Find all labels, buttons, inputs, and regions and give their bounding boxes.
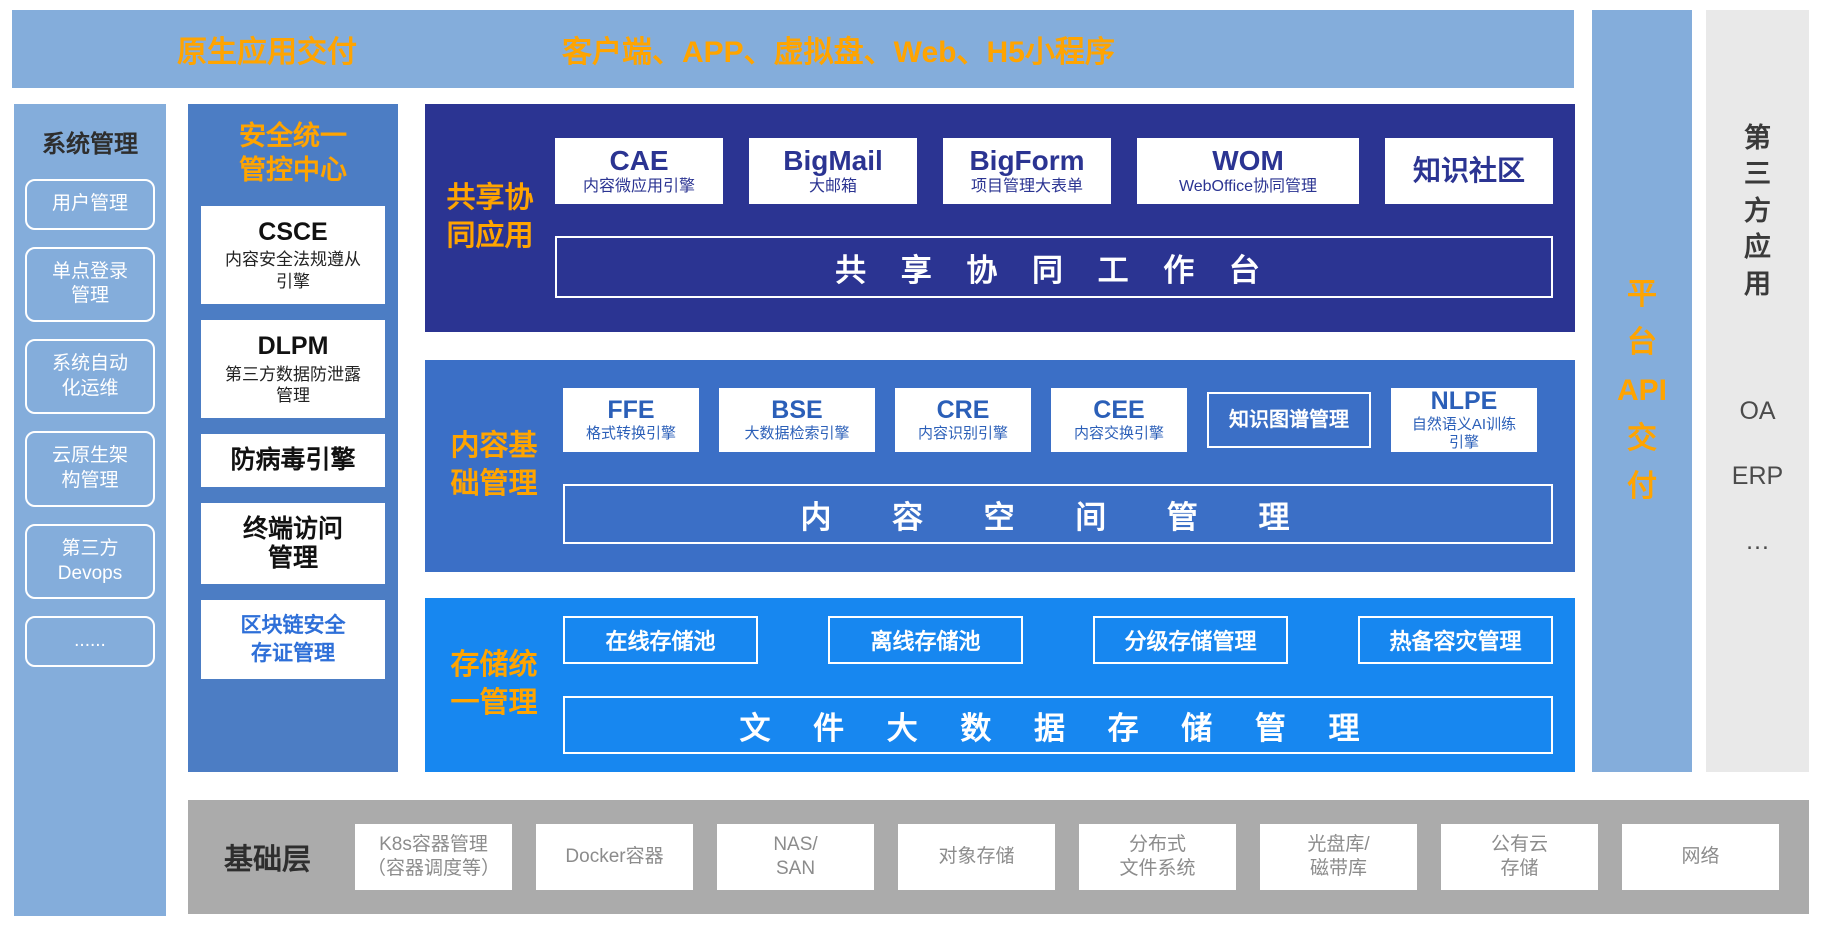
engine-box-nlpe-title: NLPE <box>1430 387 1498 416</box>
app-box-cae-title: CAE <box>609 145 669 176</box>
storage-box-online-pool: 在线存储池 <box>563 616 758 664</box>
engine-box-bse: BSE 大数据检索引擎 <box>719 388 875 452</box>
sys-item-user-management: 用户管理 <box>25 179 155 230</box>
engine-box-knowledge-graph: 知识图谱管理 <box>1207 392 1371 448</box>
security-control-title: 安全统一 管控中心 <box>239 121 347 185</box>
app-box-bigform-title: BigForm <box>969 145 1085 176</box>
third-party-title: 第 三 方 应 用 <box>1744 123 1771 299</box>
sec-box-csce-title: CSCE <box>258 217 328 246</box>
sec-box-csce-sub: 内容安全法规遵从 引擎 <box>225 250 361 291</box>
storage-box-strip: 在线存储池 离线存储池 分级存储管理 热备容灾管理 <box>563 616 1553 664</box>
third-party-item-oa: OA <box>1739 397 1776 426</box>
infrastructure-label: 基础层 <box>224 844 312 876</box>
app-box-wom-title: WOM <box>1212 145 1284 176</box>
engine-box-cre-title: CRE <box>936 396 990 425</box>
storage-box-tiered: 分级存储管理 <box>1093 616 1288 664</box>
infrastructure-bar: 基础层 K8s容器管理 （容器调度等） Docker容器 NAS/ SAN 对象… <box>188 800 1809 914</box>
security-control-panel: 安全统一 管控中心 CSCE 内容安全法规遵从 引擎 DLPM 第三方数据防泄露… <box>188 104 398 772</box>
infra-box-network: 网络 <box>1622 824 1780 890</box>
engine-box-nlpe-sub: 自然语义AI训练 引擎 <box>1411 415 1517 451</box>
sec-box-dlpm-title: DLPM <box>257 331 329 360</box>
system-management-title: 系统管理 <box>42 131 138 158</box>
native-app-delivery-bar: 原生应用交付 客户端、APP、虚拟盘、Web、H5小程序 <box>12 10 1574 88</box>
app-box-knowledge-community: 知识社区 <box>1385 138 1553 204</box>
sec-box-blockchain-title: 区块链安全 存证管理 <box>240 614 346 665</box>
sys-item-cloud-native-arch: 云原生架 构管理 <box>25 431 155 507</box>
system-management-panel: 系统管理 用户管理 单点登录 管理 系统自动 化运维 云原生架 构管理 第三方 … <box>14 104 166 916</box>
content-base-section: 内容基 础管理 FFE 格式转换引擎 BSE 大数据检索引擎 CRE 内容识别引… <box>425 360 1575 572</box>
engine-box-cee-title: CEE <box>1093 396 1145 425</box>
content-base-label: 内容基 础管理 <box>450 430 538 500</box>
storage-box-offline-pool: 离线存储池 <box>828 616 1023 664</box>
engine-box-cre: CRE 内容识别引擎 <box>895 388 1031 452</box>
platform-api-label: 平 台 API 交 付 <box>1616 278 1667 503</box>
engine-box-bse-sub: 大数据检索引擎 <box>744 424 850 442</box>
third-party-item-erp: ERP <box>1731 462 1784 491</box>
engine-box-ffe: FFE 格式转换引擎 <box>563 388 699 452</box>
app-box-bigmail-sub: 大邮箱 <box>808 177 857 195</box>
app-box-bigmail-title: BigMail <box>783 145 883 176</box>
shared-collab-label: 共享协 同应用 <box>446 182 534 252</box>
sec-box-csce: CSCE 内容安全法规遵从 引擎 <box>201 205 385 304</box>
native-app-delivery-label: 原生应用交付 <box>177 36 357 69</box>
infra-box-public-cloud: 公有云 存储 <box>1441 824 1599 890</box>
app-box-wom: WOM WebOffice协同管理 <box>1137 138 1359 204</box>
storage-label: 存储统 一管理 <box>450 649 538 719</box>
sec-box-terminal-access-title: 终端访问 管理 <box>242 514 343 572</box>
platform-api-panel: 平 台 API 交 付 <box>1592 10 1692 772</box>
app-box-bigform: BigForm 项目管理大表单 <box>943 138 1111 204</box>
third-party-panel: 第 三 方 应 用 OA ERP … <box>1706 10 1809 772</box>
engine-box-cee: CEE 内容交换引擎 <box>1051 388 1187 452</box>
infra-box-optical-tape: 光盘库/ 磁带库 <box>1260 824 1418 890</box>
shared-collab-workbench-bar: 共 享 协 同 工 作 台 <box>555 236 1553 298</box>
engine-box-cre-sub: 内容识别引擎 <box>917 424 1008 442</box>
engine-box-cee-sub: 内容交换引擎 <box>1073 424 1164 442</box>
infra-box-k8s: K8s容器管理 （容器调度等） <box>355 824 513 890</box>
shared-collab-box-strip: CAE 内容微应用引擎 BigMail 大邮箱 BigForm 项目管理大表单 … <box>555 138 1553 204</box>
client-types-label: 客户端、APP、虚拟盘、Web、H5小程序 <box>562 36 1115 69</box>
content-base-box-strip: FFE 格式转换引擎 BSE 大数据检索引擎 CRE 内容识别引擎 CEE 内容… <box>563 388 1553 452</box>
app-box-cae: CAE 内容微应用引擎 <box>555 138 723 204</box>
engine-box-ffe-title: FFE <box>607 396 655 425</box>
engine-box-bse-title: BSE <box>771 396 823 425</box>
infra-box-object-storage: 对象存储 <box>898 824 1056 890</box>
content-space-management-bar: 内 容 空 间 管 理 <box>563 484 1553 544</box>
sec-box-dlpm-sub: 第三方数据防泄露 管理 <box>225 364 361 405</box>
shared-collab-section: 共享协 同应用 CAE 内容微应用引擎 BigMail 大邮箱 BigForm … <box>425 104 1575 332</box>
third-party-items: OA ERP … <box>1732 397 1783 556</box>
storage-section: 存储统 一管理 在线存储池 离线存储池 分级存储管理 热备容灾管理 文 件 大 … <box>425 598 1575 772</box>
app-box-wom-sub: WebOffice协同管理 <box>1178 177 1318 195</box>
sec-box-dlpm: DLPM 第三方数据防泄露 管理 <box>201 319 385 418</box>
infra-box-docker: Docker容器 <box>536 824 694 890</box>
infra-box-distributed-fs: 分布式 文件系统 <box>1079 824 1237 890</box>
app-box-bigform-sub: 项目管理大表单 <box>970 177 1083 195</box>
engine-box-nlpe: NLPE 自然语义AI训练 引擎 <box>1391 388 1537 452</box>
app-box-knowledge-community-title: 知识社区 <box>1412 154 1525 186</box>
sys-item-sso-management: 单点登录 管理 <box>25 246 155 323</box>
sys-item-more: ...... <box>25 616 155 667</box>
file-bigdata-storage-bar: 文 件 大 数 据 存 储 管 理 <box>563 696 1553 754</box>
sec-box-blockchain: 区块链安全 存证管理 <box>201 600 385 679</box>
sys-item-third-party-devops: 第三方 Devops <box>25 523 155 600</box>
sys-item-automation-ops: 系统自动 化运维 <box>25 339 155 415</box>
infra-box-nas-san: NAS/ SAN <box>717 824 875 890</box>
storage-box-hot-backup: 热备容灾管理 <box>1358 616 1553 664</box>
engine-box-ffe-sub: 格式转换引擎 <box>585 424 676 442</box>
sec-box-terminal-access: 终端访问 管理 <box>201 502 385 585</box>
third-party-item-more: … <box>1745 527 1770 556</box>
sec-box-antivirus: 防病毒引擎 <box>201 434 385 487</box>
engine-box-knowledge-graph-title: 知识图谱管理 <box>1229 409 1349 431</box>
sec-box-antivirus-title: 防病毒引擎 <box>230 446 356 474</box>
app-box-bigmail: BigMail 大邮箱 <box>749 138 917 204</box>
app-box-cae-sub: 内容微应用引擎 <box>582 177 695 195</box>
